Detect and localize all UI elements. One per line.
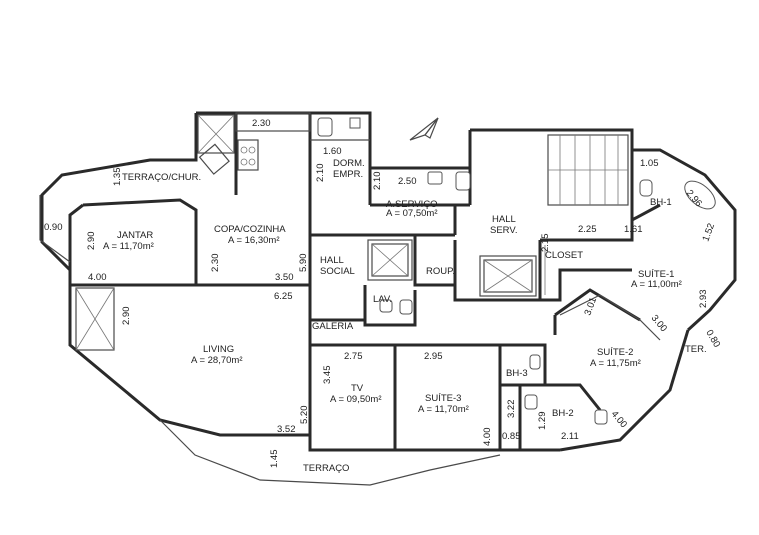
- dim-2-75: 2.75: [344, 351, 363, 362]
- dim-1-05: 1.05: [640, 158, 659, 169]
- label-galeria: GALERIA: [312, 321, 354, 332]
- dim-1-29: 1.29: [537, 412, 548, 431]
- dim-0-90: 0.90: [44, 222, 63, 233]
- dim-1-35: 1.35: [112, 168, 123, 187]
- dim-2-15: 2.15: [540, 234, 551, 253]
- fixtures: [75, 112, 716, 425]
- dim-3-50: 3.50: [275, 272, 294, 283]
- dim-2-11: 2.11: [561, 431, 579, 442]
- north-arrow-icon: [409, 117, 439, 141]
- label-hall-social-1: HALL: [320, 255, 344, 266]
- dim-2-93: 2.93: [698, 290, 709, 309]
- label-jantar-area: A = 11,70m²: [103, 241, 154, 252]
- label-hall-social-2: SOCIAL: [320, 266, 355, 277]
- label-dorm-1: DORM.: [333, 158, 365, 169]
- dim-2-30-b: 2.30: [210, 254, 221, 273]
- dim-1-61: 1.61: [624, 224, 643, 235]
- dim-2-10-b: 2.10: [315, 164, 326, 183]
- label-suite3-area: A = 11,70m²: [418, 404, 469, 415]
- label-dorm-2: EMPR.: [333, 169, 363, 180]
- stairs: [547, 134, 629, 206]
- dim-3-22: 3.22: [506, 400, 517, 419]
- label-suite1-area: A = 11,00m²: [631, 279, 682, 290]
- dim-1-60: 1.60: [323, 146, 342, 157]
- dim-4-00-a: 4.00: [88, 272, 107, 283]
- label-tv: TV: [351, 383, 364, 394]
- label-suite1: SUÍTE-1: [638, 269, 674, 280]
- label-roup: ROUP.: [426, 266, 455, 277]
- label-jantar: JANTAR: [117, 230, 153, 241]
- label-ter: TER.: [685, 344, 707, 355]
- dim-2-25: 2.25: [578, 224, 597, 235]
- label-suite2-area: A = 11,75m²: [590, 358, 641, 369]
- dim-2-50: 2.50: [398, 176, 417, 187]
- dim-3-01: 3.01: [582, 296, 599, 317]
- label-living-area: A = 28,70m²: [191, 355, 243, 366]
- dim-2-90-b: 2.90: [121, 307, 132, 326]
- label-bh2: BH-2: [552, 408, 574, 419]
- label-terraco: TERRAÇO: [303, 463, 349, 474]
- dim-5-90: 5.90: [298, 254, 309, 273]
- dim-6-25: 6.25: [274, 291, 293, 302]
- dim-2-95: 2.95: [424, 351, 443, 362]
- label-copa-area: A = 16,30m²: [228, 235, 280, 246]
- dim-0-85: 0.85: [502, 431, 521, 442]
- label-hall-serv-2: SERV.: [490, 225, 517, 236]
- label-bh3: BH-3: [506, 368, 528, 379]
- label-lav: LAV.: [373, 294, 392, 305]
- dim-4-00-b: 4.00: [482, 428, 493, 447]
- dim-3-52: 3.52: [277, 424, 296, 435]
- outer-walls: [39, 111, 737, 486]
- label-a-servico: A.SERVIÇO: [386, 199, 438, 210]
- dim-2-30-top: 2.30: [252, 118, 271, 129]
- label-bh1: BH-1: [650, 197, 672, 208]
- room-labels: TERRAÇO/CHUR. JANTAR A = 11,70m² COPA/CO…: [103, 158, 707, 474]
- label-living: LIVING: [203, 344, 234, 355]
- dim-5-20: 5.20: [299, 406, 310, 425]
- dim-4-00-c: 4.00: [609, 409, 629, 430]
- dim-1-52: 1.52: [700, 222, 717, 243]
- dim-2-90-a: 2.90: [86, 232, 97, 251]
- label-tv-area: A = 09,50m²: [330, 394, 382, 405]
- label-terraco-chur: TERRAÇO/CHUR.: [122, 172, 201, 183]
- dimension-labels: 2.30 1.60 1.35 2.10 2.10 2.50 0.90 2.90 …: [44, 118, 722, 468]
- label-closet: CLOSET: [545, 250, 583, 261]
- label-a-servico-area: A = 07,50m²: [386, 208, 438, 219]
- label-suite3: SUÍTE-3: [425, 393, 461, 404]
- dim-1-45: 1.45: [269, 450, 280, 469]
- label-suite2: SUÍTE-2: [597, 347, 633, 358]
- dim-2-10: 2.10: [372, 172, 383, 191]
- dim-3-45: 3.45: [322, 366, 333, 385]
- label-hall-serv-1: HALL: [492, 214, 516, 225]
- label-copa: COPA/COZINHA: [214, 224, 286, 235]
